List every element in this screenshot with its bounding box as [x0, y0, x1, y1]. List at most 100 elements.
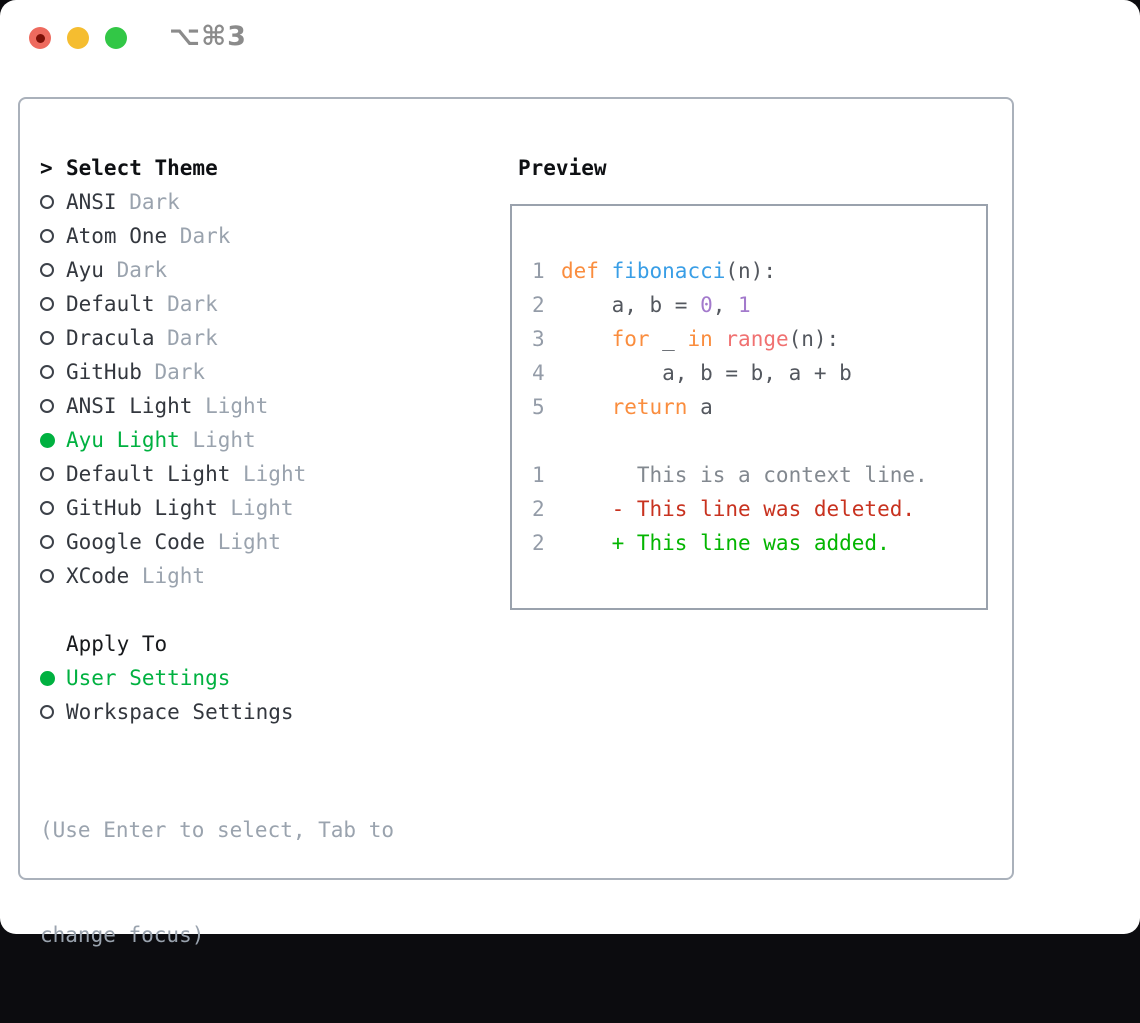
theme-option-ansi-light[interactable]: ANSI Light Light [40, 389, 490, 423]
theme-name: ANSI [66, 190, 117, 214]
code-text: a, b = b, a + b [561, 361, 852, 385]
theme-option-github-light[interactable]: GitHub Light Light [40, 491, 490, 525]
apply-option-workspace-settings[interactable]: Workspace Settings [40, 695, 490, 729]
theme-variant: Dark [116, 190, 180, 214]
zoom-button[interactable] [105, 27, 127, 49]
focus-caret-icon: > [40, 156, 53, 180]
titlebar: ⌥⌘3 [0, 0, 1140, 76]
theme-option-ansi[interactable]: ANSI Dark [40, 185, 490, 219]
close-button[interactable] [29, 27, 51, 49]
theme-name: Default Light [66, 462, 231, 486]
theme-variant: Light [192, 394, 269, 418]
line-number: 3 [532, 327, 545, 351]
radio-icon [40, 263, 54, 277]
theme-name: Ayu [66, 258, 104, 282]
theme-variant: Light [179, 428, 256, 452]
theme-variant: Dark [103, 258, 168, 282]
apply-option-label: Workspace Settings [66, 700, 294, 724]
theme-option-dracula[interactable]: Dracula Dark [40, 321, 490, 355]
theme-option-default[interactable]: Default Dark [40, 287, 490, 321]
apply-to-header: Apply To [40, 627, 490, 661]
spacer-row [40, 593, 490, 627]
radio-icon [40, 705, 54, 719]
preview-header: Preview [510, 151, 1006, 185]
theme-option-atom-one[interactable]: Atom One Dark [40, 219, 490, 253]
preview-line-6 [532, 424, 986, 458]
apply-to-title: Apply To [66, 632, 168, 656]
radio-icon [40, 195, 54, 209]
theme-option-ayu-light[interactable]: Ayu Light Light [40, 423, 490, 457]
preview-line-7: 1 This is a context line. [532, 458, 986, 492]
theme-name: XCode [66, 564, 130, 588]
theme-variant: Dark [167, 224, 231, 248]
theme-name: ANSI Light [66, 394, 193, 418]
theme-variant: Light [217, 496, 294, 520]
theme-name: Dracula [66, 326, 155, 350]
theme-variant: Light [205, 530, 281, 554]
theme-name: Ayu Light [66, 428, 180, 452]
radio-icon [40, 569, 54, 583]
theme-list-title: Select Theme [66, 156, 218, 180]
preview-line-9: 2 + This line was added. [532, 526, 986, 560]
hint-line-2: change focus) [40, 923, 205, 947]
theme-option-xcode[interactable]: XCode Light [40, 559, 490, 593]
theme-name: Google Code [66, 530, 206, 554]
preview-line-5: 5 return a [532, 390, 986, 424]
theme-option-github[interactable]: GitHub Dark [40, 355, 490, 389]
line-number: 5 [532, 395, 545, 419]
code-text: This is a context line. [561, 463, 928, 487]
apply-option-user-settings[interactable]: User Settings [40, 661, 490, 695]
code-text: a, b = 0, 1 [561, 293, 751, 317]
theme-option-google-code[interactable]: Google Code Light [40, 525, 490, 559]
radio-icon [40, 297, 54, 311]
code-text: for _ in range(n): [611, 327, 840, 351]
preview-line-3: 3 for _ in range(n): [532, 322, 986, 356]
line-number: 2 [532, 497, 545, 521]
line-number: 2 [532, 531, 545, 555]
radio-icon [40, 331, 54, 345]
radio-icon [40, 467, 54, 481]
theme-variant: Dark [154, 292, 218, 316]
preview-title: Preview [518, 156, 607, 180]
hint-line-1: (Use Enter to select, Tab to [40, 818, 395, 842]
preview-line-2: 2 a, b = 0, 1 [532, 288, 986, 322]
radio-icon [40, 535, 54, 549]
radio-icon [40, 399, 54, 413]
close-dot-icon [35, 33, 45, 43]
theme-option-default-light[interactable]: Default Light Light [40, 457, 490, 491]
theme-variant: Dark [141, 360, 206, 384]
select-theme-header: > Select Theme [40, 151, 490, 185]
code-text: - This line was deleted. [561, 497, 916, 521]
line-number: 1 [532, 259, 545, 283]
radio-selected-icon [40, 432, 55, 448]
radio-icon [40, 229, 54, 243]
window-shortcut-label: ⌥⌘3 [169, 21, 247, 52]
radio-icon [40, 501, 54, 515]
line-number: 2 [532, 293, 545, 317]
preview-line-1: 1 def fibonacci(n): [532, 254, 986, 288]
keyboard-hint: (Use Enter to select, Tab to change focu… [40, 743, 490, 1023]
theme-name: GitHub [66, 360, 142, 384]
theme-name: GitHub Light [66, 496, 218, 520]
code-text: def fibonacci(n): [561, 259, 776, 283]
radio-icon [40, 365, 54, 379]
code-text: return a [611, 395, 713, 419]
minimize-button[interactable] [67, 27, 89, 49]
theme-variant: Dark [154, 326, 218, 350]
preview-line-8: 2 - This line was deleted. [532, 492, 986, 526]
radio-selected-icon [40, 670, 55, 686]
theme-variant: Light [129, 564, 206, 588]
line-number: 1 [532, 463, 545, 487]
theme-variant: Light [230, 462, 307, 486]
theme-option-ayu[interactable]: Ayu Dark [40, 253, 490, 287]
line-number: 4 [532, 361, 545, 385]
apply-option-label: User Settings [66, 666, 231, 690]
code-text: + This line was added. [561, 531, 890, 555]
